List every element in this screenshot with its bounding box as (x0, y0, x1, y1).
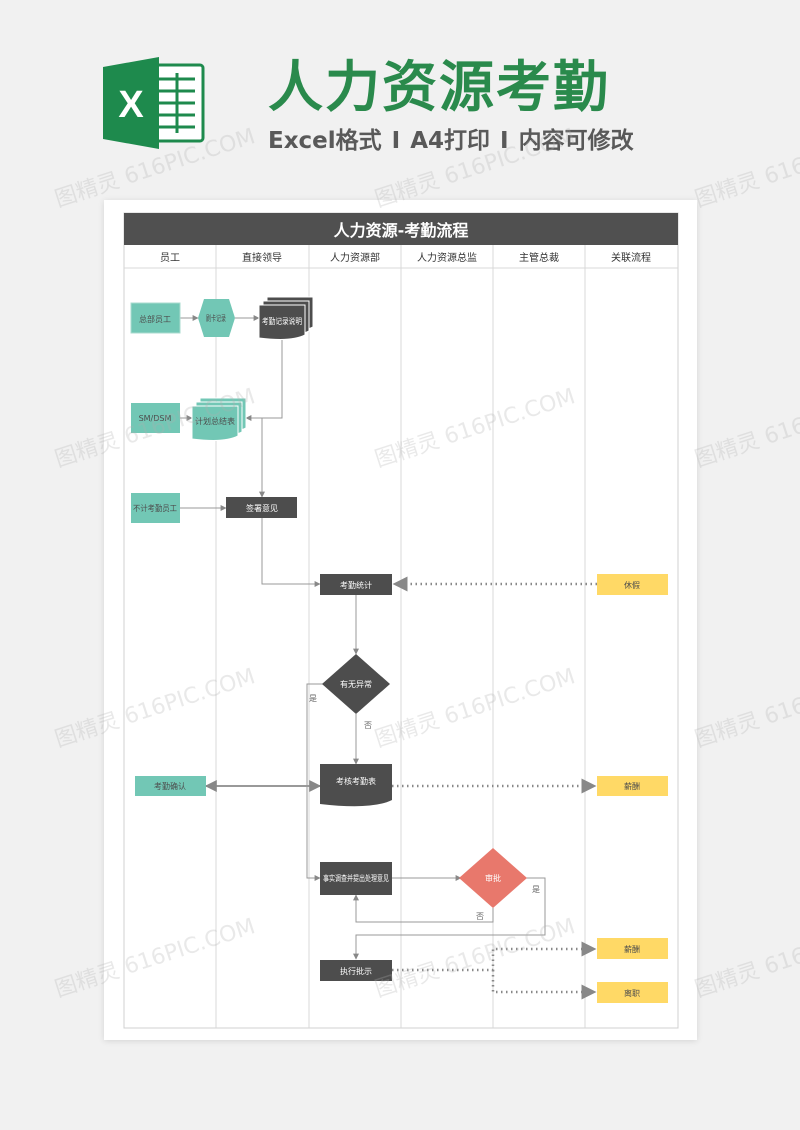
lane-header-executive-president: 主管总裁 (519, 251, 559, 264)
logo-book (103, 57, 159, 149)
connector-line (353, 894, 494, 923)
dotted-connector-line (392, 941, 597, 972)
node-label: 离职 (624, 988, 640, 998)
node-label: SM/DSM (139, 414, 172, 423)
node-salary-1: 薪酬 (597, 776, 668, 796)
node-attendance-stats: 考勤统计 (320, 574, 392, 595)
node-attendance-record-desc: 考勤记录说明 (258, 296, 314, 340)
node-non-attendance-staff: 不计考勤员工 (131, 493, 180, 523)
lane-header-hr-director: 人力资源总监 (417, 251, 477, 264)
node-attendance-confirm: 考勤确认 (135, 776, 206, 796)
node-salary-2: 薪酬 (597, 938, 668, 959)
node-label: 计划总结表 (195, 416, 235, 426)
lane-header-related-process: 关联流程 (611, 251, 651, 264)
node-sign-opinion: 签署意见 (226, 497, 297, 518)
label-no: 否 (476, 912, 484, 921)
node-label: 考核考勤表 (336, 776, 376, 786)
node-label: 不计考勤员工 (133, 503, 177, 513)
node-punch-record: 刷卡记录 (198, 299, 235, 337)
node-label: 有无异常 (340, 679, 372, 689)
node-approval: 审批 (459, 848, 527, 908)
node-head-office-staff: 总部员工 (130, 302, 181, 334)
connector-line (261, 518, 321, 587)
node-label: 薪酬 (624, 944, 640, 954)
node-fact-investigation: 事实调查并提出处理意见 (320, 862, 392, 895)
node-any-anomaly: 有无异常 (322, 654, 390, 714)
flowchart-title-bar (124, 213, 678, 245)
node-label: 考勤统计 (340, 580, 372, 590)
node-label: 审批 (485, 873, 501, 883)
watermark: 图精灵 616PIC.COM (692, 124, 800, 213)
subtitle-separator: I (391, 128, 401, 154)
watermark: 图精灵 616PIC.COM (692, 914, 800, 1003)
lane-headers: 员工 直接领导 人力资源部 人力资源总监 主管总裁 关联流程 (160, 251, 651, 264)
node-execute-approval: 执行批示 (320, 960, 392, 981)
page-title: 人力资源考勤 (268, 55, 611, 119)
lane-header-hr-dept: 人力资源部 (330, 251, 380, 264)
node-label: 总部员工 (139, 314, 171, 324)
subtitle-print: A4打印 (410, 128, 491, 154)
node-label: 事实调查并提出处理意见 (323, 873, 389, 883)
logo-letter: X (118, 84, 144, 126)
dotted-connector-line (491, 970, 597, 1000)
connector-line (245, 336, 283, 421)
node-label: 休假 (624, 580, 640, 590)
connector-line (353, 877, 546, 960)
node-attendance-review-table: 考核考勤表 (320, 764, 392, 807)
document-sheet: 人力资源-考勤流程 员工 直接领导 人力资源部 人力资源总监 主管总裁 关联流程 (104, 200, 697, 1040)
subtitle-separator: I (500, 128, 509, 154)
subtitle: Excel格式 I A4打印 I 内容可修改 (268, 126, 634, 156)
label-yes: 是 (532, 885, 540, 894)
node-label: 签署意见 (246, 503, 278, 513)
watermark: 图精灵 616PIC.COM (692, 384, 800, 473)
subtitle-editable: 内容可修改 (518, 128, 634, 154)
watermark: 图精灵 616PIC.COM (692, 664, 800, 753)
node-leave: 休假 (597, 574, 668, 595)
excel-logo-icon: X (103, 57, 205, 149)
connectors (180, 315, 546, 960)
dotted-connectors (392, 576, 597, 1000)
node-sm-dsm: SM/DSM (131, 403, 180, 433)
node-label: 薪酬 (624, 781, 640, 791)
flowchart-title: 人力资源-考勤流程 (334, 221, 469, 240)
node-label: 考勤确认 (154, 781, 186, 791)
logo-grid (159, 73, 195, 133)
lane-header-direct-leader: 直接领导 (242, 251, 282, 264)
node-label: 考勤记录说明 (262, 316, 302, 326)
lane-header-employee: 员工 (160, 252, 180, 264)
attendance-flowchart: 人力资源-考勤流程 员工 直接领导 人力资源部 人力资源总监 主管总裁 关联流程 (123, 212, 679, 1029)
node-plan-summary: 计划总结表 (191, 397, 247, 441)
node-label: 刷卡记录 (206, 313, 226, 323)
label-no: 否 (364, 721, 372, 730)
subtitle-format: Excel格式 (268, 128, 382, 154)
label-yes: 是 (309, 694, 317, 703)
node-resignation: 离职 (597, 982, 668, 1003)
node-label: 执行批示 (340, 966, 372, 976)
